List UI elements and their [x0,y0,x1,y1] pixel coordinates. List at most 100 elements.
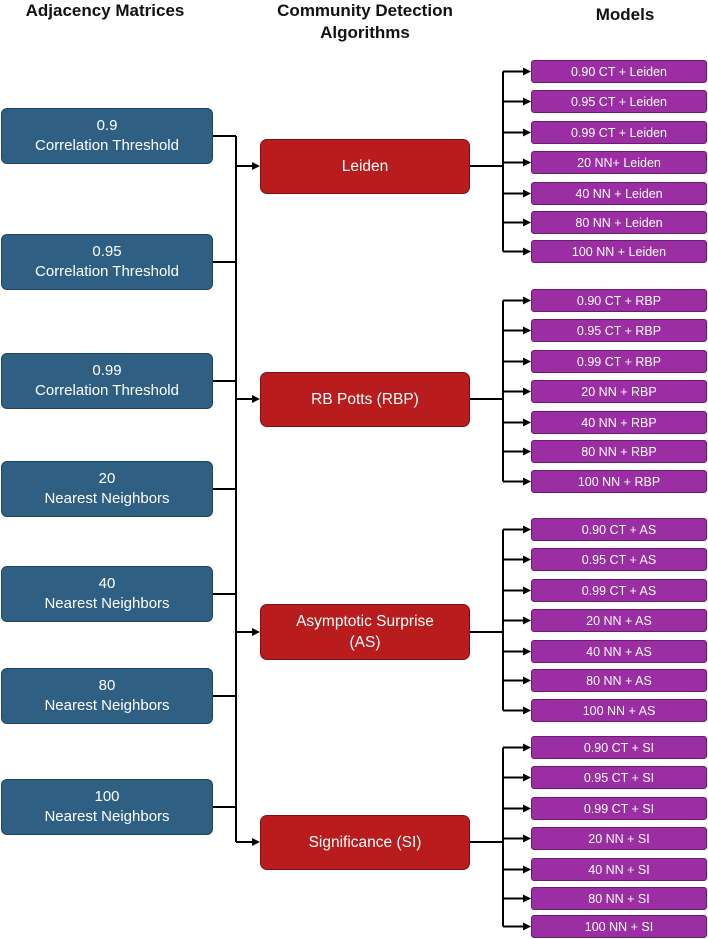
arrowhead [523,647,531,656]
matrix-node-0.99-ct: 0.99 Correlation Threshold [1,353,213,409]
arrowhead [523,894,531,903]
algorithm-label: Leiden [341,158,389,175]
model-label: 0.90 CT + RBP [576,293,662,308]
matrix-value: 0.9 [96,117,118,134]
model-node: 20 NN + RBP [531,380,707,403]
model-node: 100 NN + AS [531,699,707,722]
matrix-value: 0.99 [92,362,122,379]
algorithm-node-leiden: Leiden [260,139,470,194]
header-adjacency-matrices: Adjacency Matrices [25,1,185,20]
matrix-type: Nearest Neighbors [44,595,170,612]
model-node: 0.99 CT + RBP [531,350,707,373]
arrowhead [252,395,260,403]
algorithm-label: Asymptotic Surprise [296,613,434,630]
model-node: 80 NN + AS [531,669,707,692]
model-node: 0.99 CT + AS [531,579,707,602]
model-node: 40 NN + AS [531,640,707,663]
model-node: 20 NN + SI [531,827,707,850]
model-node: 0.90 CT + RBP [531,289,707,312]
header-community-detection-algorithms: Community Detection Algorithms [240,0,490,44]
arrowhead [523,189,531,198]
matrix-value: 0.95 [92,243,122,260]
model-label: 0.90 CT + AS [581,522,657,537]
model-label: 0.99 CT + RBP [576,354,662,369]
model-label: 80 NN + Leiden [575,215,663,230]
model-node: 80 NN + RBP [531,440,707,463]
model-label: 80 NN + SI [588,891,650,906]
algorithm-node-asymptotic-surprise: Asymptotic Surprise (AS) [260,604,470,660]
model-label: 0.95 CT + AS [581,552,657,567]
matrix-type: Correlation Threshold [35,382,179,399]
matrix-node-20-nn: 20 Nearest Neighbors [1,461,213,517]
model-node: 40 NN + RBP [531,411,707,434]
arrowhead [523,97,531,106]
model-node: 0.90 CT + SI [531,736,707,759]
algorithm-node-significance: Significance (SI) [260,815,470,870]
matrix-value: 100 [94,788,120,805]
matrix-value: 80 [98,677,116,694]
model-label: 20 NN + AS [586,613,652,628]
arrowhead [523,447,531,456]
model-node: 0.95 CT + SI [531,766,707,789]
model-node: 0.90 CT + AS [531,518,707,541]
matrix-type: Nearest Neighbors [44,490,170,507]
arrowhead [523,247,531,256]
model-label: 80 NN + AS [586,673,652,688]
model-label: 0.95 CT + SI [583,770,655,785]
algorithm-label-abbrev: (AS) [349,634,381,651]
matrix-type: Correlation Threshold [35,137,179,154]
model-label: 0.99 CT + AS [581,583,657,598]
model-node: 40 NN + SI [531,858,707,881]
matrix-node-0.9-ct: 0.9 Correlation Threshold [1,108,213,164]
model-label: 40 NN + SI [588,862,650,877]
arrowhead [523,296,531,305]
algorithm-label: RB Potts (RBP) [311,391,419,408]
arrowhead [523,477,531,486]
arrowhead [523,616,531,625]
matrix-node-40-nn: 40 Nearest Neighbors [1,566,213,622]
model-node: 80 NN + Leiden [531,211,707,234]
model-node: 0.95 CT + Leiden [531,90,707,113]
arrowhead [523,555,531,564]
matrix-type: Nearest Neighbors [44,697,170,714]
model-node: 0.90 CT + Leiden [531,60,707,83]
model-node: 100 NN + Leiden [531,240,707,263]
arrowhead [523,706,531,715]
matrix-value: 40 [98,575,116,592]
model-node: 0.95 CT + AS [531,548,707,571]
arrowhead [523,387,531,396]
model-label: 0.95 CT + RBP [576,323,662,338]
model-label: 100 NN + SI [584,919,654,934]
arrowhead [523,67,531,76]
arrowhead [523,586,531,595]
model-label: 100 NN + AS [582,703,656,718]
model-label: 0.99 CT + SI [583,801,655,816]
header-algorithms-line2: Algorithms [320,23,410,42]
model-label: 100 NN + Leiden [571,244,667,259]
arrowhead [523,743,531,752]
arrowhead [523,326,531,335]
model-label: 100 NN + RBP [577,474,661,489]
model-label: 80 NN + RBP [581,444,657,459]
arrowhead [523,418,531,427]
model-node: 100 NN + RBP [531,470,707,493]
arrowhead [252,838,260,846]
model-node: 80 NN + SI [531,887,707,910]
algorithm-node-rb-potts: RB Potts (RBP) [260,372,470,427]
arrowhead [523,773,531,782]
model-label: 0.90 CT + Leiden [570,64,668,79]
matrix-value: 20 [98,470,116,487]
arrowhead [523,922,531,931]
header-algorithms-line1: Community Detection [277,1,453,20]
arrowhead [523,865,531,874]
matrix-node-100-nn: 100 Nearest Neighbors [1,779,213,835]
model-label: 0.99 CT + Leiden [570,125,668,140]
model-label: 20 NN + SI [588,831,650,846]
arrowhead [523,804,531,813]
arrowhead [523,158,531,167]
model-node: 100 NN + SI [531,915,707,938]
arrowhead [523,834,531,843]
model-node: 0.95 CT + RBP [531,319,707,342]
